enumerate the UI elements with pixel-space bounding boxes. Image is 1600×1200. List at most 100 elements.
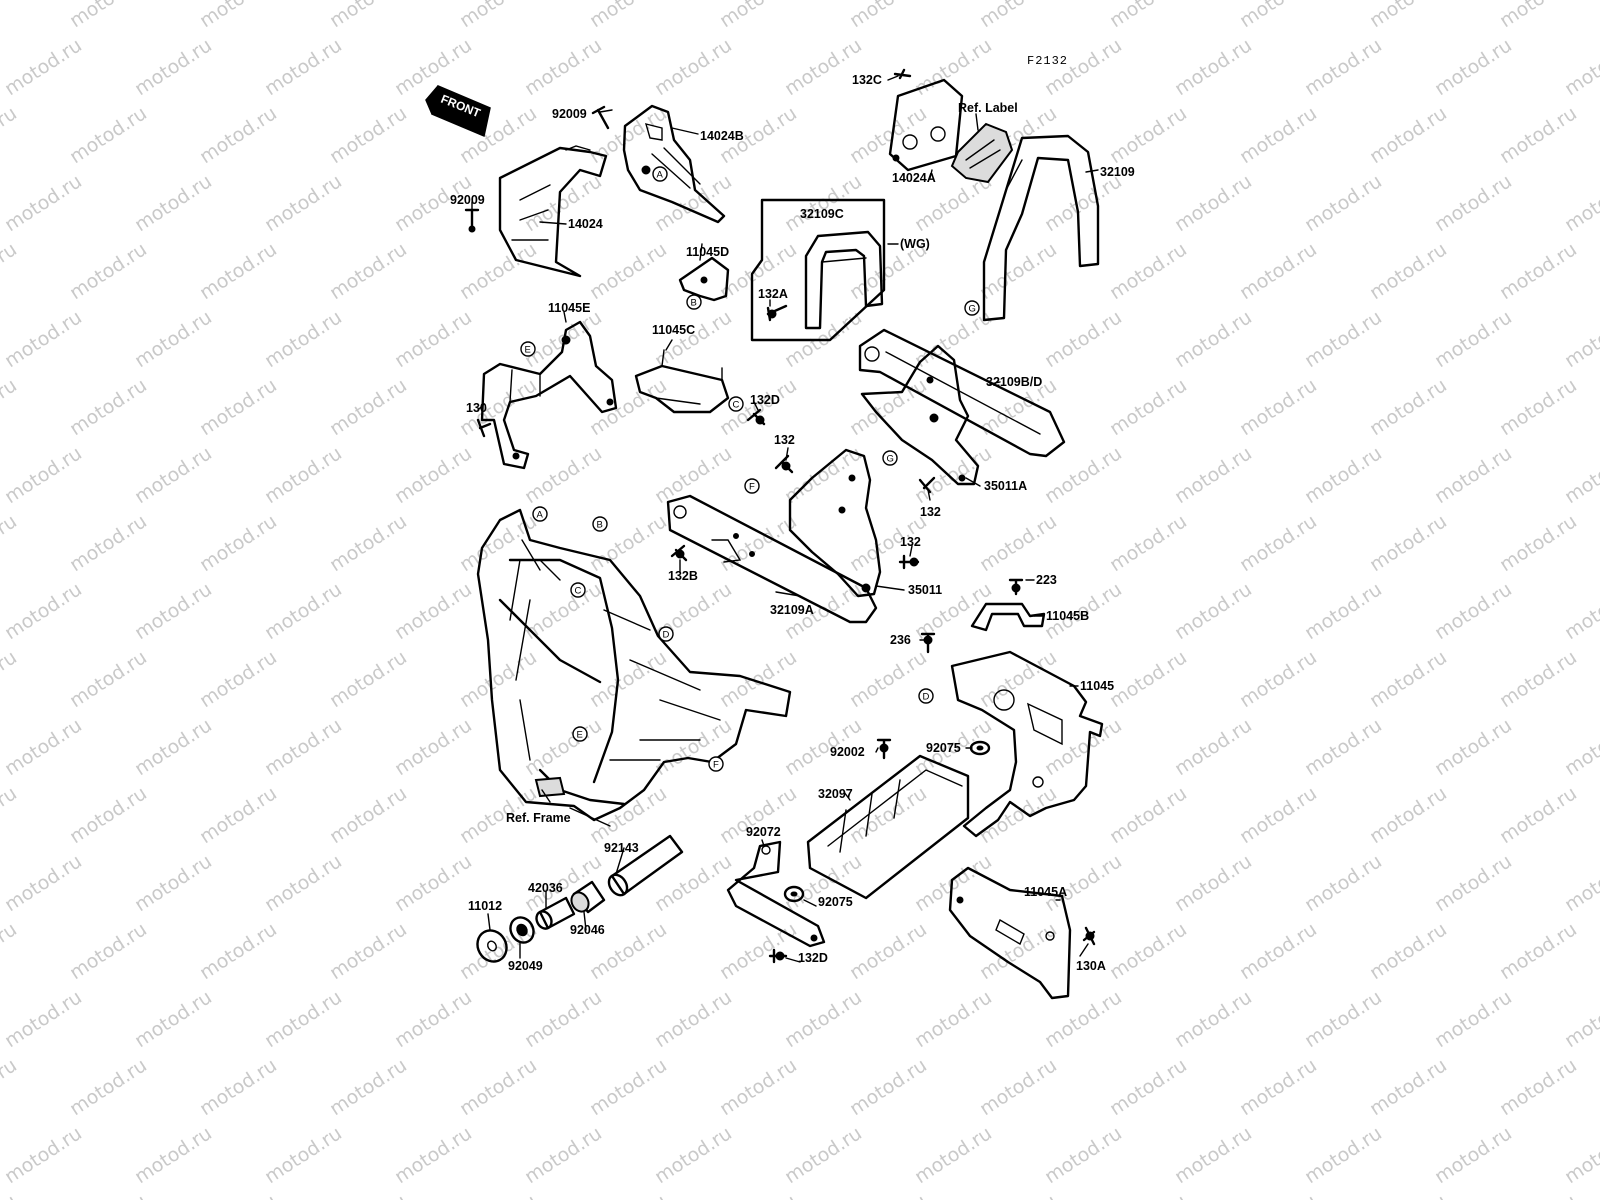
frame-cover-14024 xyxy=(498,145,608,278)
reference-markers: A B E C G G F A B C D D E F xyxy=(520,166,980,772)
part-label-132A: 132A xyxy=(758,287,788,301)
bearing-92046 xyxy=(570,880,606,914)
watermark-text: motod.ru xyxy=(66,782,151,848)
part-label-11045A: 11045A xyxy=(1024,885,1067,899)
part-label-92009-left: 92009 xyxy=(450,193,485,207)
part-label-236: 236 xyxy=(890,633,911,647)
watermark-text: motod.ru xyxy=(716,1054,801,1120)
watermark-text: motod.ru xyxy=(846,102,931,168)
watermark-text: motod.ru xyxy=(1106,510,1191,576)
watermark-text: motod.ru xyxy=(976,0,1061,32)
bracket-11045C xyxy=(634,349,730,414)
watermark-text: motod.ru xyxy=(1,306,86,372)
svg-text:C: C xyxy=(733,400,740,411)
watermark-text: motod.ru xyxy=(1431,578,1516,644)
watermark-text: motod.ru xyxy=(261,170,346,236)
watermark-text: motod.ru xyxy=(1171,34,1256,100)
watermark-text: motod.ru xyxy=(1236,0,1321,32)
watermark-text: motod.ru xyxy=(1496,1054,1581,1120)
seal-92049 xyxy=(509,916,535,944)
watermark-text: motod.ru xyxy=(846,1190,931,1200)
watermark-text: motod.ru xyxy=(1041,306,1126,372)
watermark-text: motod.ru xyxy=(1236,102,1321,168)
watermark-text: motod.ru xyxy=(1,986,86,1052)
watermark-text: motod.ru xyxy=(0,374,21,440)
watermark-text: motod.ru xyxy=(391,578,476,644)
watermark-text: motod.ru xyxy=(521,986,606,1052)
part-label-92046: 92046 xyxy=(570,923,605,937)
bolt-223 xyxy=(1008,578,1024,596)
watermark-text: motod.ru xyxy=(0,0,21,32)
watermark-text: motod.ru xyxy=(326,646,411,712)
part-label-132B: 132B xyxy=(668,569,698,583)
watermark-text: motod.ru xyxy=(1431,1122,1516,1188)
plate-35011A xyxy=(860,344,980,486)
plate-35011 xyxy=(788,448,882,598)
watermark-text: motod.ru xyxy=(391,34,476,100)
watermark-text: motod.ru xyxy=(1366,238,1451,304)
part-label-35011A: 35011A xyxy=(984,479,1027,493)
svg-text:A: A xyxy=(537,510,544,521)
part-label-11045D: 11045D xyxy=(686,245,729,259)
watermark-text: motod.ru xyxy=(66,102,151,168)
watermark-text: motod.ru xyxy=(1106,646,1191,712)
watermark-text: motod.ru xyxy=(1106,374,1191,440)
watermark-text: motod.ru xyxy=(846,0,931,32)
part-label-11012: 11012 xyxy=(468,899,502,913)
watermark-text: motod.ru xyxy=(131,1122,216,1188)
watermark-text: motod.ru xyxy=(1106,918,1191,984)
watermark-text: motod.ru xyxy=(1301,714,1386,780)
marker-g-rail: G xyxy=(964,300,980,316)
grab-rail-32109C-group xyxy=(750,198,886,342)
watermark-text: motod.ru xyxy=(1171,714,1256,780)
part-label-92009-top: 92009 xyxy=(552,107,587,121)
watermark-text: motod.ru xyxy=(1106,238,1191,304)
watermark-text: motod.ru xyxy=(391,850,476,916)
watermark-text: motod.ru xyxy=(131,34,216,100)
watermark-text: motod.ru xyxy=(1301,986,1386,1052)
watermark-text: motod.ru xyxy=(456,1054,541,1120)
bolt-132A xyxy=(766,304,788,322)
watermark-text: motod.ru xyxy=(1301,578,1386,644)
watermark-text: motod.ru xyxy=(0,782,21,848)
part-number-labels: 92009 14024B 132C Ref. Label 14024A 3210… xyxy=(450,73,1135,973)
marker-b-bracket: B xyxy=(686,294,702,310)
watermark-text: motod.ru xyxy=(976,918,1061,984)
watermark-text: motod.ru xyxy=(456,646,541,712)
watermark-text: motod.ru xyxy=(261,578,346,644)
watermark-text: motod.ru xyxy=(1496,238,1581,304)
watermark-text: motod.ru xyxy=(781,986,866,1052)
watermark-text: motod.ru xyxy=(1236,510,1321,576)
watermark-text: motod.ru xyxy=(1,1122,86,1188)
svg-text:B: B xyxy=(691,298,697,309)
watermark-text: motod.ru xyxy=(1561,170,1600,236)
watermark-text: motod.ru xyxy=(1496,374,1581,440)
svg-text:D: D xyxy=(923,692,930,703)
watermark-text: motod.ru xyxy=(1366,782,1451,848)
watermark-text: motod.ru xyxy=(196,1190,281,1200)
part-label-32109A: 32109A xyxy=(770,603,814,617)
watermark-text: motod.ru xyxy=(781,170,866,236)
svg-text:E: E xyxy=(525,345,531,356)
watermark-text: motod.ru xyxy=(586,1190,671,1200)
watermark-text: motod.ru xyxy=(196,1054,281,1120)
watermark-text: motod.ru xyxy=(1236,782,1321,848)
watermark-text: motod.ru xyxy=(391,714,476,780)
watermark-text: motod.ru xyxy=(326,238,411,304)
watermark-text: motod.ru xyxy=(196,0,281,32)
bolt-92009-top xyxy=(591,105,610,130)
svg-text:D: D xyxy=(663,630,670,641)
watermark-text: motod.ru xyxy=(1301,442,1386,508)
bolt-92002 xyxy=(876,738,892,760)
watermark-text: motod.ru xyxy=(1236,1190,1321,1200)
watermark-text: motod.ru xyxy=(1171,170,1256,236)
watermark-text: motod.ru xyxy=(391,306,476,372)
part-label-11045E: 11045E xyxy=(548,301,590,315)
part-label-35011: 35011 xyxy=(908,583,942,597)
watermark-text: motod.ru xyxy=(1041,1122,1126,1188)
part-label-ref-label: Ref. Label xyxy=(958,101,1018,115)
watermark-text: motod.ru xyxy=(1236,374,1321,440)
part-label-92075-lower: 92075 xyxy=(818,895,853,909)
